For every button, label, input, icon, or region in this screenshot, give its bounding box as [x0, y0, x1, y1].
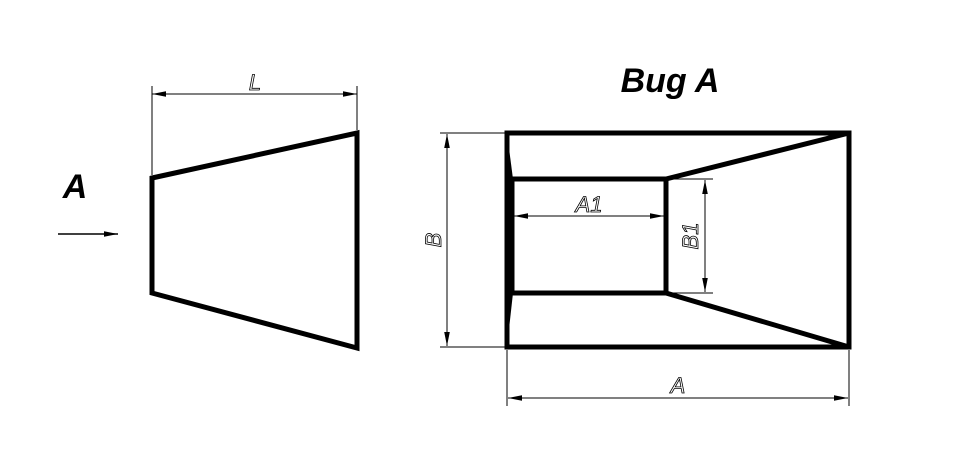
dimension-label-L: L [249, 70, 261, 95]
taper-edge [507, 133, 513, 179]
dimension-label-A: A [669, 373, 686, 398]
dimension-label-B: B [421, 233, 446, 248]
view-title: Bug A [621, 62, 720, 100]
dimension-label-A1: A1 [574, 192, 603, 217]
taper-edge [507, 293, 513, 347]
taper-edge [665, 290, 850, 350]
front-view: Bug A B A1 B1 A [421, 62, 852, 406]
outer-rectangle [504, 130, 852, 350]
dimension-label-B1: B1 [678, 223, 703, 250]
side-view-outline [149, 129, 360, 352]
view-direction-label: A [62, 168, 88, 206]
side-view: L A [58, 70, 360, 352]
taper-edge [665, 130, 850, 182]
inner-rectangle [509, 176, 669, 296]
